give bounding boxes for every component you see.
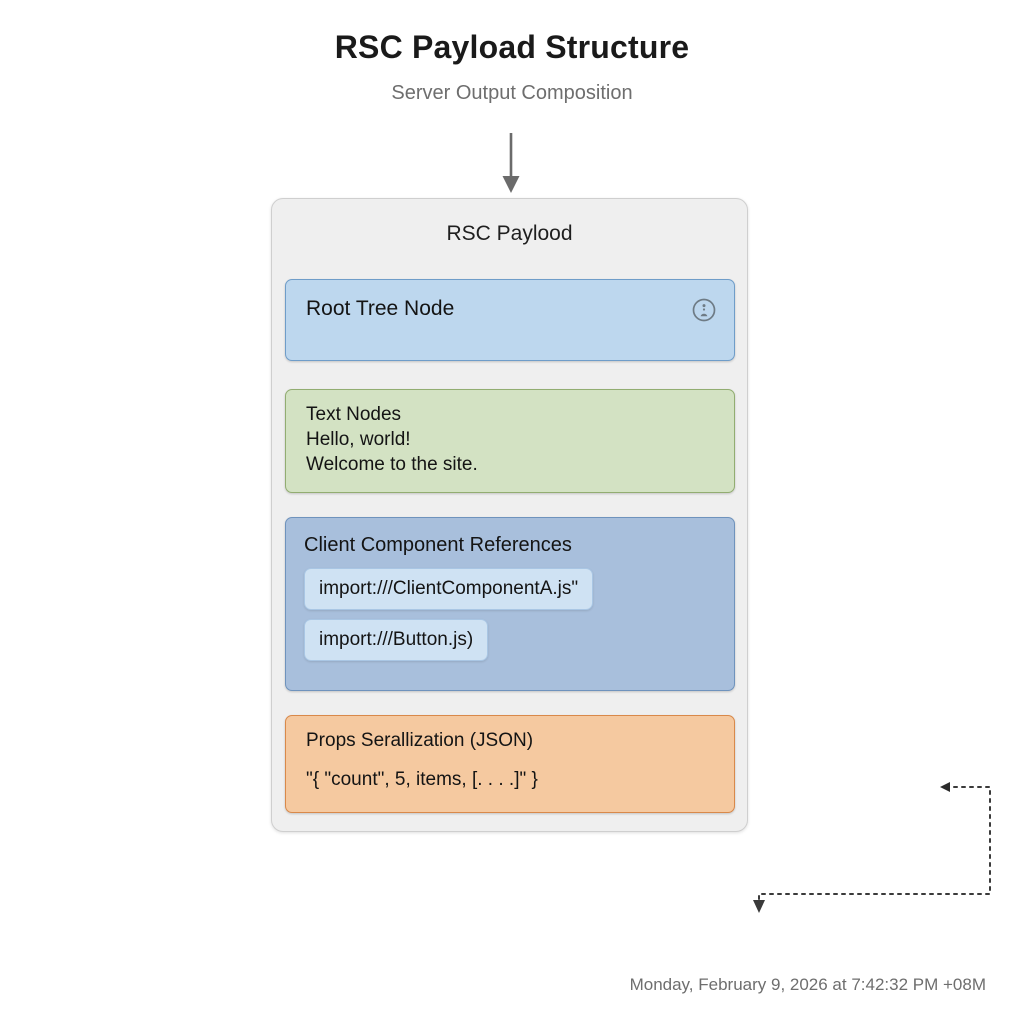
section-text-nodes[interactable]: Text Nodes Hello, world! Welcome to the … xyxy=(285,389,735,493)
root-tree-node-label: Root Tree Node xyxy=(306,297,455,320)
client-component-chip[interactable]: import:///ClientComponentA.js" xyxy=(304,568,594,611)
section-client-component-references[interactable]: Client Component References import:///Cl… xyxy=(285,517,735,691)
section-root-tree-node[interactable]: Root Tree Node xyxy=(285,279,735,361)
props-serialization-value: "{ "count", 5, items, [. . . .]" } xyxy=(306,769,538,791)
section-props-serialization[interactable]: Props Serallization (JSON) "{ "count", 5… xyxy=(285,715,735,813)
info-circle-icon[interactable] xyxy=(691,297,717,323)
inflow-arrow-icon xyxy=(494,133,528,195)
panel-title: RSC Paylood xyxy=(446,222,573,245)
page-title: RSC Payload Structure xyxy=(334,29,690,65)
text-nodes-label: Text Nodes xyxy=(306,404,402,425)
client-component-chip[interactable]: import:///Button.js) xyxy=(304,619,489,662)
client-component-references-label: Client Component References xyxy=(304,534,572,556)
rsc-payload-panel: RSC Paylood Root Tree Node Text Nodes He… xyxy=(271,198,991,913)
page-subtitle: Server Output Composition xyxy=(391,82,633,105)
text-node-line: Welcome to the site. xyxy=(306,454,478,476)
client-component-chip-list: import:///ClientComponentA.js" import://… xyxy=(304,568,716,670)
footer-timestamp: Monday, February 9, 2026 at 7:42:32 PM +… xyxy=(629,975,986,994)
props-serialization-label: Props Serallization (JSON) xyxy=(306,730,534,751)
diagram-header: RSC Payload Structure Server Output Comp… xyxy=(0,28,1024,105)
text-node-line: Hello, world! xyxy=(306,429,411,451)
